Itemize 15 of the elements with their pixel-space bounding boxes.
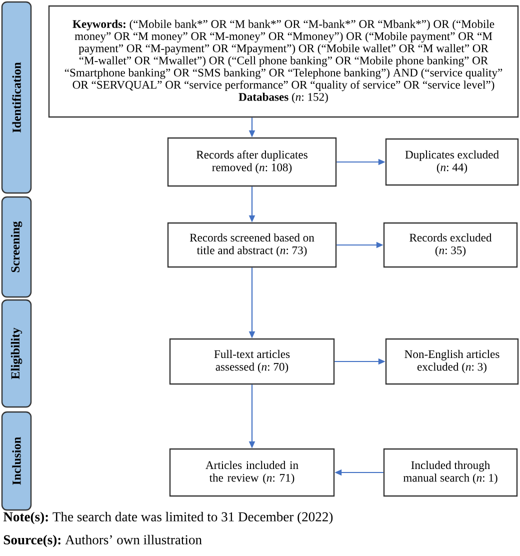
process-box: Records excluded (n: 35) (383, 222, 518, 268)
process-box: Non-English articles excluded (n: 3) (385, 338, 519, 385)
phase-band: Inclusion (1, 411, 32, 511)
process-box: Records after duplicates removed (n: 108) (167, 137, 337, 187)
phase-band: Identification (1, 1, 32, 194)
note-text: Note(s): The search date was limited to 31 December (2022) (3, 512, 333, 524)
source-text: Source(s): Authors’ own illustration (4, 534, 202, 548)
process-box: Duplicates excluded (n: 44) (385, 138, 519, 186)
phase-band: Eligibility (1, 299, 32, 408)
process-box: Full-text articles assessed (n: 70) (169, 338, 335, 385)
search-query-box: Keywords: (“Mobile bank*” OR “M bank*” OR “M-bank*” OR “Mbank*”) OR (“Mobile money” OR “M money” OR “M-money” OR “Mmoney”) OR (“Mobile payment” OR “M payment” OR “M-payment” OR “Mpayment”) OR (“Mobile wallet” OR “M wallet” OR “M-wallet” OR “Mwallet”) OR (“Cell phone banking” OR “Mobile phone banking” OR “Smartphone banking” OR “SMS banking” OR “Telephone banking”) AND (“service quality” OR “SERVQUAL” OR “service performance” OR “quality of service” OR “service level”) Databases (n: 152) (48, 5, 519, 118)
phase-band: Screening (1, 196, 32, 298)
process-box: Articles included in the review (n: 71) (169, 448, 335, 497)
process-box: Records screened based on title and abstract (n: 73) (167, 222, 337, 268)
process-box: Included through manual search (n: 1) (383, 448, 518, 497)
